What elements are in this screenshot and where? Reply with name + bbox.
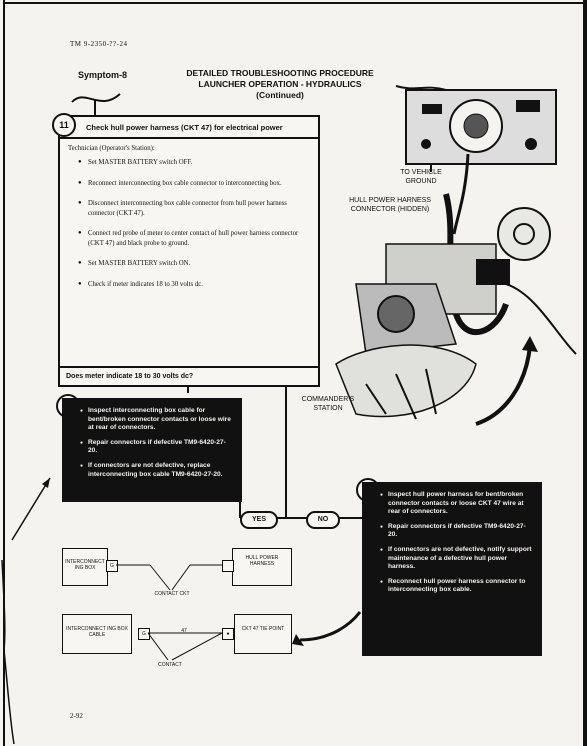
step-12-bullet: Inspect interconnecting box cable for be… xyxy=(80,407,232,433)
step-11-bullet: Disconnect interconnecting box cable con… xyxy=(78,199,308,218)
step-11-bullet: Connect red probe of meter to center con… xyxy=(78,229,308,248)
interconnecting-box-cable-label: INTERCONNECT ING BOX CABLE xyxy=(66,626,128,638)
step-12-bullet: Repair connectors if defective TM9-6420-… xyxy=(80,439,232,456)
step-13-box: Inspect hull power harness for bent/brok… xyxy=(362,482,542,656)
to-vehicle-ground-label: TO VEHICLE GROUND xyxy=(400,169,442,185)
harness-pin xyxy=(222,560,234,572)
step-13-bullet: Inspect hull power harness for bent/brok… xyxy=(380,491,532,517)
step-11-bullets: Set MASTER BATTERY switch OFF. Reconnect… xyxy=(60,158,318,289)
pin-g: G xyxy=(106,560,118,572)
step-13-bullet: Reconnect hull power harness connector t… xyxy=(380,578,532,595)
step-11-number: 11 xyxy=(52,113,76,137)
step-11-bullet: Reconnect interconnecting box cable conn… xyxy=(78,179,308,189)
diagram-2-contact: CONTACT xyxy=(158,662,182,668)
pin-g-2: G xyxy=(138,628,150,640)
step-13-bullet: Repair connectors if defective TM9-6420-… xyxy=(380,523,532,540)
step-12-box: Inspect interconnecting box cable for be… xyxy=(62,398,242,502)
commanders-station-label: COMMANDER'S STATION xyxy=(301,396,355,412)
hull-connector-label: HULL POWER HARNESS CONNECTOR (HIDDEN) xyxy=(349,197,431,213)
right-edge xyxy=(583,0,587,746)
interconnecting-box: INTERCONNECT ING BOX xyxy=(62,548,108,586)
title-line-1: DETAILED TROUBLESHOOTING PROCEDURE xyxy=(186,68,374,78)
step-11-bullet: Set MASTER BATTERY switch ON. xyxy=(78,259,308,269)
step-11-context: Technician (Operator's Station): xyxy=(68,145,155,152)
wire-47: 47 xyxy=(181,628,187,634)
step-11-bullet: Set MASTER BATTERY switch OFF. xyxy=(78,158,308,168)
tm-number: TM 9-2350-??-24 xyxy=(70,40,128,48)
step-12-bullets: Inspect interconnecting box cable for be… xyxy=(64,400,240,491)
step-11-question: Does meter indicate 18 to 30 volts dc? xyxy=(60,366,318,385)
hull-power-harness-label: HULL POWER HARNESS xyxy=(245,555,279,567)
step-13-bullets: Inspect hull power harness for bent/brok… xyxy=(364,484,540,607)
tie-point-label: CKT 47 TIE POINT xyxy=(241,626,285,632)
yes-answer: YES xyxy=(240,511,278,529)
left-border-line xyxy=(3,0,5,746)
hull-power-harness-box: HULL POWER HARNESS xyxy=(232,548,292,586)
page-number: 2-92 xyxy=(70,712,83,720)
symptom-label: Symptom-8 xyxy=(78,70,128,80)
step-11-box: Check hull power harness (CKT 47) for el… xyxy=(58,115,320,387)
top-border-line xyxy=(3,2,583,4)
step-12-bullet: If connectors are not defective, replace… xyxy=(80,462,232,479)
tie-point-box: CKT 47 TIE POINT xyxy=(234,614,292,654)
title-line-2: LAUNCHER OPERATION - HYDRAULICS xyxy=(198,79,362,89)
step-11-heading: Check hull power harness (CKT 47) for el… xyxy=(60,117,318,139)
diagram-1-contact: CONTACT CKT xyxy=(154,591,190,597)
step-13-bullet: If connectors are not defective, notify … xyxy=(380,546,532,572)
procedure-title: DETAILED TROUBLESHOOTING PROCEDURE LAUNC… xyxy=(150,68,410,101)
interconnecting-box-cable: INTERCONNECT ING BOX CABLE xyxy=(62,614,132,654)
step-11-bullet: Check if meter indicates 18 to 30 volts … xyxy=(78,280,308,290)
vehicle-illustration xyxy=(335,85,577,426)
no-answer: NO xyxy=(306,511,340,529)
title-line-3: (Continued) xyxy=(256,90,304,100)
interconnecting-box-label: INTERCONNECT ING BOX xyxy=(65,559,105,571)
tie-point-pin: ● xyxy=(222,628,234,640)
